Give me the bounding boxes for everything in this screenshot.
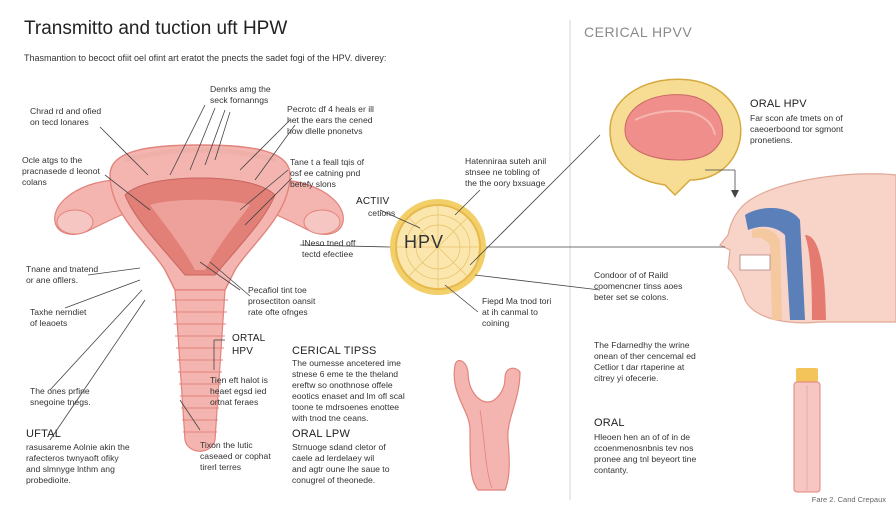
- head-profile-illustration: [719, 173, 896, 324]
- label-top-center: Denrks amg the seck fornanngs: [210, 84, 271, 105]
- cerical-tipss-text: The oumesse ancetered ime stnese 6 eme t…: [292, 358, 405, 423]
- label-oral-hpv-left: ORTAL HPV: [232, 333, 266, 357]
- oral-right-text: Hleoen hen an of of in de ccoenmenosnbni…: [594, 432, 697, 475]
- label-mid-right-2: Pecafiol tint toe prosectiton oansit rat…: [248, 285, 316, 317]
- brain-illustration: [609, 78, 742, 197]
- label-left-4: Taxhe nerndiet of leaoets: [30, 307, 87, 328]
- label-center-1: INeso tned off tectd efectiee: [302, 238, 356, 259]
- oral-hpv-right-text: Far scon afe tmets on of caeoerboond tor…: [750, 113, 844, 145]
- right-section-title: CERICAL HPVV: [584, 24, 693, 40]
- label-left-2: Ocle atgs to the pracnasede d leonot col…: [22, 155, 100, 187]
- connector-lines: [49, 104, 736, 441]
- oral-lpw-text: Strnuoge sdand cletor of caele ad lerdel…: [292, 442, 390, 485]
- utfal-heading: UFTAL: [26, 428, 62, 440]
- page-subtitle: Thasmantion to becoct ofiit oel ofint ar…: [24, 53, 387, 63]
- tube-illustration: [793, 368, 821, 493]
- label-right-2: The Fdarnedhy the wrine onean of ther ce…: [594, 340, 696, 383]
- label-oral-hpv-left-text: Tien eft halot is heaet egsd ied ortnat …: [210, 375, 268, 407]
- oral-hpv-right-heading: ORAL HPV: [750, 98, 807, 110]
- cerical-tipss-heading: CERICAL TIPSS: [292, 345, 377, 357]
- label-left-5: The ones prfine snegoine tnegs.: [30, 386, 91, 407]
- page-title: Transmitto and tuction uft HPW: [24, 18, 288, 39]
- utfal-text: rasusareme Aolnie akin the rafecteros tw…: [26, 442, 130, 485]
- label-bottom-center: Fiepd Ma tnod tori at ih canmal to coini…: [482, 296, 552, 328]
- activ-text: cetions: [368, 208, 396, 218]
- footer-caption: Fare 2. Cand Crepaux: [811, 495, 886, 504]
- hpv-virus-illustration: [390, 199, 486, 295]
- label-left-6: Tixon the lutic caseaed or cophat tirerl…: [200, 440, 271, 472]
- label-mid-right-1: Tane t a feall tqis of osf ee catning pn…: [290, 157, 365, 189]
- activ-heading: ACTIIV: [356, 196, 390, 207]
- label-top-right-center: Hatenniraa suteh anil stnsee ne tobling …: [465, 156, 547, 188]
- label-right-1: Condoor of of Raild coomencner tinss aoe…: [594, 270, 683, 302]
- oral-right-heading: ORAL: [594, 417, 625, 429]
- label-left-1: Chrad rd and ofied on tecd lonares: [30, 106, 102, 127]
- oral-lpw-heading: ORAL LPW: [292, 428, 351, 440]
- label-left-3: Tnane and tnatend or ane ofllers.: [26, 264, 99, 285]
- hpv-label: HPV: [404, 232, 445, 252]
- label-top-mid: Pecrotc df 4 heals er ill het the ears t…: [287, 104, 374, 136]
- arrowhead: [731, 190, 739, 198]
- tissue-specimen-illustration: [453, 359, 521, 491]
